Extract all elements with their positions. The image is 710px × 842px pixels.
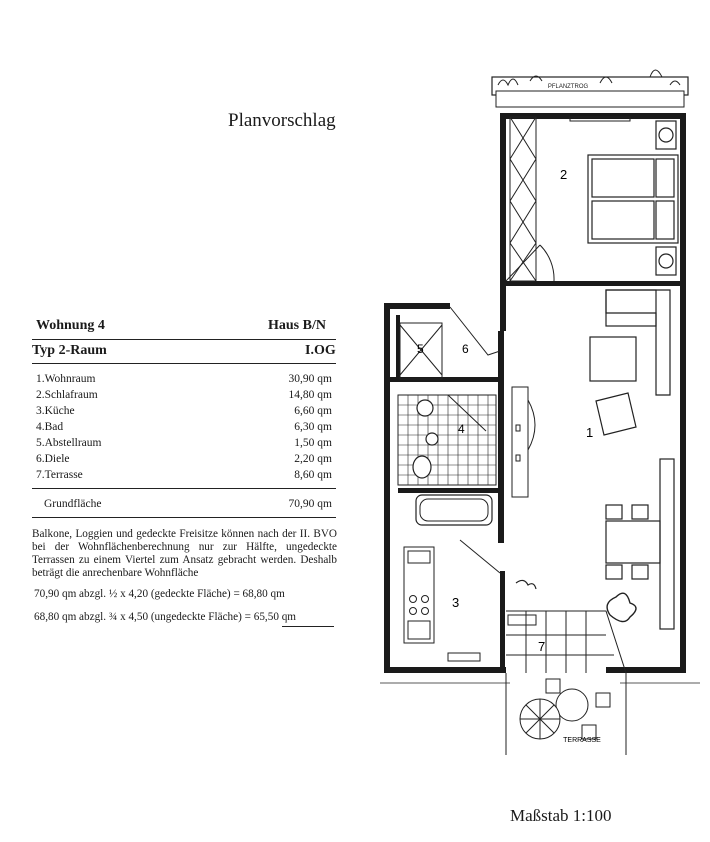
floor-label: I.OG xyxy=(305,343,336,358)
calc-line-1: 70,90 qm abzgl. ½ x 4,20 (gedeckte Fläch… xyxy=(34,588,285,600)
room-number-4: 4 xyxy=(458,422,465,436)
room-area: 8,60 qm xyxy=(294,469,332,481)
storage-room xyxy=(399,322,443,380)
terrace xyxy=(505,579,637,755)
total-row: Grundfläche 70,90 qm xyxy=(44,498,332,510)
living-furniture xyxy=(589,289,675,630)
wardrobe xyxy=(509,116,537,282)
result-underline xyxy=(282,626,334,627)
terrace-label: TERRASSE xyxy=(563,737,601,744)
room-label: 5.Abstellraum xyxy=(36,437,102,449)
apartment-label: Wohnung 4 xyxy=(36,318,105,333)
header-divider-2 xyxy=(32,363,336,365)
area-note: Balkone, Loggien und gedeckte Freisitze … xyxy=(32,528,337,579)
planter-label: PFLANZTROG xyxy=(548,84,589,90)
house-label: Haus B/N xyxy=(268,318,326,333)
room-row: 5.Abstellraum 1,50 qm xyxy=(36,437,332,449)
room-area: 6,30 qm xyxy=(294,421,332,433)
calc-line-2: 68,80 qm abzgl. ¾ x 4,50 (ungedeckte Flä… xyxy=(34,611,297,623)
room-area: 14,80 qm xyxy=(288,389,332,401)
room-label: 2.Schlafraum xyxy=(36,389,98,401)
total-label: Grundfläche xyxy=(44,498,102,510)
type-label: Typ 2-Raum xyxy=(32,343,107,358)
room-area: 6,60 qm xyxy=(294,405,332,417)
total-area: 70,90 qm xyxy=(288,498,332,510)
list-divider xyxy=(32,488,336,489)
room-row: 7.Terrasse 8,60 qm xyxy=(36,469,332,481)
walls xyxy=(384,113,686,673)
room-label: 7.Terrasse xyxy=(36,469,83,481)
room-row: 3.Küche 6,60 qm xyxy=(36,405,332,417)
kitchen xyxy=(403,539,501,662)
floor-plan: PFLANZTROG 2 5 xyxy=(380,69,700,755)
bathroom xyxy=(397,394,497,526)
room-area: 2,20 qm xyxy=(294,453,332,465)
page-title: Planvorschlag xyxy=(228,110,336,131)
room-number-5: 5 xyxy=(417,342,424,356)
room-row: 1.Wohnraum 30,90 qm xyxy=(36,373,332,385)
total-divider xyxy=(32,517,336,518)
room-number-7: 7 xyxy=(538,639,545,654)
header-divider xyxy=(32,339,336,341)
room-label: 6.Diele xyxy=(36,453,70,465)
planter: PFLANZTROG xyxy=(491,69,689,108)
room-row: 6.Diele 2,20 qm xyxy=(36,453,332,465)
room-row: 4.Bad 6,30 qm xyxy=(36,421,332,433)
room-label: 4.Bad xyxy=(36,421,64,433)
room-number-6: 6 xyxy=(462,342,469,356)
room-row: 2.Schlafraum 14,80 qm xyxy=(36,389,332,401)
room-number-3: 3 xyxy=(452,595,459,610)
room-label: 3.Küche xyxy=(36,405,75,417)
living-wardrobe xyxy=(511,386,536,498)
room-label: 1.Wohnraum xyxy=(36,373,96,385)
scale-label: Maßstab 1:100 xyxy=(510,806,612,825)
bedroom-door xyxy=(505,244,555,282)
hall-door xyxy=(449,306,501,356)
room-area: 1,50 qm xyxy=(294,437,332,449)
double-bed xyxy=(587,120,679,276)
window-sill xyxy=(569,116,631,122)
room-number-2: 2 xyxy=(560,167,567,182)
room-number-1: 1 xyxy=(586,425,593,440)
room-area: 30,90 qm xyxy=(288,373,332,385)
